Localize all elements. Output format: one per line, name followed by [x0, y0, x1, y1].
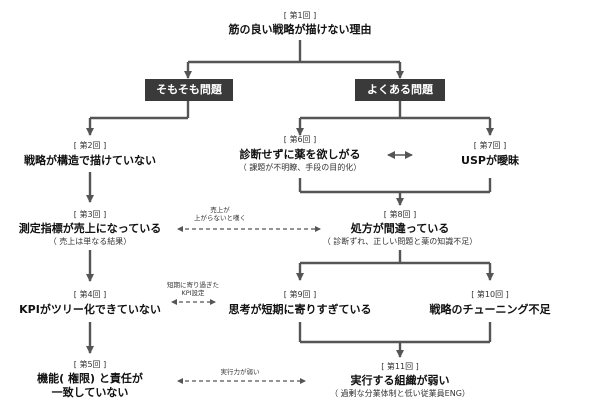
header-right: よくある問題	[355, 79, 445, 101]
episode-1-label: [ 第1回 ]	[283, 11, 317, 20]
episode-11-title: 実行する組織が弱い	[350, 374, 450, 387]
episode-11-subtitle: （ 過剰な分業体制と低い従業員ENG）	[330, 389, 470, 398]
link-shortterm-line2: KPI設定	[181, 289, 205, 297]
episode-3-subtitle: （ 売上は単なる結果）	[48, 237, 132, 246]
episode-5-title-line2: 一致していない	[51, 386, 129, 399]
episode-3-label: [ 第3回 ]	[73, 210, 107, 219]
episode-5-title-line1: 機能( 権限) と責任が	[37, 372, 143, 385]
link-execution-line1: 実行力が弱い	[220, 368, 260, 376]
episode-4-title: KPIがツリー化できていない	[19, 303, 161, 316]
link-sales-line1: 売上が	[210, 206, 230, 214]
episode-2-label: [ 第2回 ]	[73, 141, 107, 150]
episode-4-label: [ 第4回 ]	[73, 290, 107, 299]
episode-7-label: [ 第7回 ]	[473, 141, 507, 150]
episode-3-title: 測定指標が売上になっている	[18, 222, 162, 235]
episode-6-subtitle: （ 課題が不明瞭、手段の目的化）	[238, 163, 362, 172]
header-left: そもそも問題	[145, 79, 233, 101]
episode-10-label: [ 第10回 ]	[471, 290, 509, 299]
episode-7-title: USPが曖昧	[461, 154, 519, 167]
episode-10-title: 戦略のチューニング不足	[429, 303, 551, 316]
episode-6-title: 診断せずに薬を欲しがる	[239, 148, 361, 161]
episode-6-label: [ 第6回 ]	[283, 135, 317, 144]
episode-9-title: 思考が短期に寄りすぎている	[228, 303, 372, 316]
episode-2-title: 戦略が構造で描けていない	[24, 154, 156, 167]
episode-5-label: [ 第5回 ]	[73, 360, 107, 369]
episode-1-title: 筋の良い戦略が描けない理由	[228, 23, 372, 36]
episode-9-label: [ 第9回 ]	[283, 290, 317, 299]
link-shortterm-line1: 短期に寄り過ぎた	[167, 281, 219, 289]
episode-8-subtitle: （ 診断ずれ、正しい問題と薬の知識不足）	[322, 237, 478, 246]
episode-11-label: [ 第11回 ]	[381, 362, 419, 371]
link-sales-line2: 上がらないと嘆く	[194, 214, 246, 222]
episode-8-label: [ 第8回 ]	[383, 210, 417, 219]
episode-8-title: 処方が間違っている	[350, 222, 450, 235]
